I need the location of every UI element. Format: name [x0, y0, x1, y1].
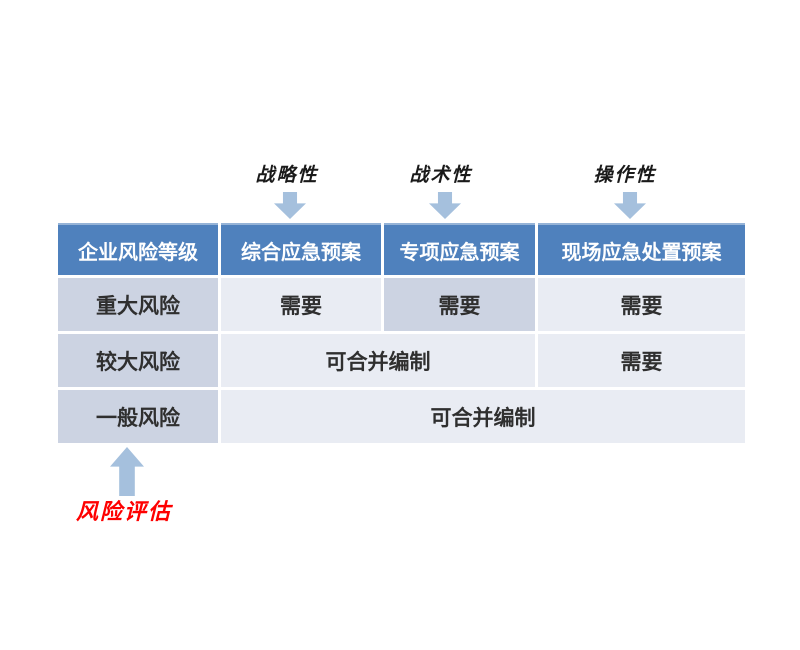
risk-assessment-label: 风险评估	[76, 499, 173, 525]
label-operational: 操作性	[593, 164, 657, 186]
cell-general-merged: 可合并编制	[221, 390, 745, 443]
label-strategic: 战略性	[255, 164, 319, 186]
cell-larger-onsite: 需要	[538, 334, 745, 387]
cell-larger-merged: 可合并编制	[221, 334, 535, 387]
row-label-major-risk: 重大风险	[58, 278, 218, 331]
table-header-comprehensive-plan: 综合应急预案	[221, 223, 381, 275]
label-tactical: 战术性	[409, 164, 473, 186]
cell-major-comprehensive: 需要	[221, 278, 381, 331]
up-arrow-icon	[110, 447, 144, 496]
risk-plan-table: 企业风险等级 综合应急预案 专项应急预案 现场应急处置预案 重大风险 需要 需要…	[58, 223, 745, 443]
cell-major-special: 需要	[384, 278, 535, 331]
table-header-special-plan: 专项应急预案	[384, 223, 535, 275]
down-arrow-icon	[274, 192, 306, 219]
row-label-general-risk: 一般风险	[58, 390, 218, 443]
table-header-onsite-plan: 现场应急处置预案	[538, 223, 745, 275]
row-label-larger-risk: 较大风险	[58, 334, 218, 387]
table-header-risk-level: 企业风险等级	[58, 223, 218, 275]
cell-major-onsite: 需要	[538, 278, 745, 331]
down-arrow-icon	[429, 192, 461, 219]
down-arrow-icon	[614, 192, 646, 219]
